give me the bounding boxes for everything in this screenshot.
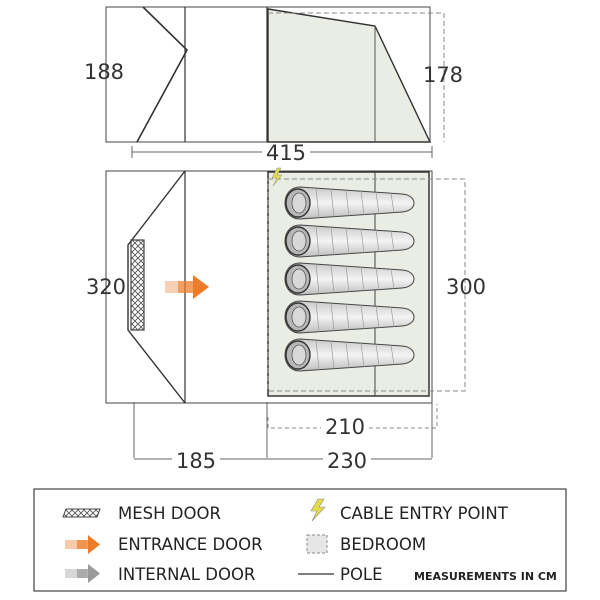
label-bedroom-width: 300 [446, 275, 486, 299]
mesh-icon [62, 508, 101, 518]
label-width: 320 [86, 275, 126, 299]
label-inner-height: 178 [423, 63, 463, 87]
floor-outline [105, 170, 433, 404]
legend-internal-door: INTERNAL DOOR [65, 564, 255, 584]
sleeping-bag [284, 300, 415, 334]
dashed-outline [268, 12, 445, 142]
legend-bedroom: BEDROOM [306, 534, 426, 554]
dimension-lines-bottom [133, 402, 438, 469]
label-total-length: 415 [266, 141, 306, 165]
legend-cable-entry-label: CABLE ENTRY POINT [340, 504, 509, 523]
sleeping-bag [284, 338, 415, 372]
internal-arrow-icon [65, 564, 100, 583]
sleeping-bag [284, 262, 415, 296]
inner-tent-side [267, 8, 432, 143]
label-side-height: 188 [84, 60, 124, 84]
label-bedroom-depth: 210 [325, 415, 365, 439]
sleeping-bag [284, 224, 415, 258]
side-view [105, 6, 445, 143]
sleeping-bags [284, 186, 415, 372]
entrance-arrow [165, 275, 209, 299]
cable-entry-icon [271, 167, 283, 187]
legend-mesh-door: MESH DOOR [62, 504, 221, 523]
legend-mesh-door-label: MESH DOOR [118, 504, 221, 523]
legend-pole-label: POLE [340, 565, 383, 584]
cable-entry-legend-icon [310, 498, 326, 522]
legend-internal-door-label: INTERNAL DOOR [118, 565, 255, 584]
sleeping-bag [284, 186, 415, 220]
mesh-door [130, 239, 145, 331]
label-inner-length: 230 [327, 449, 367, 473]
legend-box [33, 488, 567, 592]
dimension-total-length [131, 143, 433, 161]
entrance-arrow-icon [65, 535, 100, 554]
legend-measurements-note: MEASUREMENTS IN CM [414, 570, 557, 583]
porch-slope [136, 6, 188, 143]
legend: MESH DOOR ENTRANCE DOOR INTERNAL DOOR CA… [33, 488, 567, 592]
legend-entrance-door: ENTRANCE DOOR [65, 535, 263, 554]
bedroom-legend-swatch [306, 534, 328, 554]
legend-pole: POLE [298, 565, 383, 584]
legend-bedroom-label: BEDROOM [340, 535, 426, 554]
legend-cable-entry: CABLE ENTRY POINT [310, 498, 509, 523]
legend-entrance-door-label: ENTRANCE DOOR [118, 535, 263, 554]
bedroom-dashed-outline [267, 178, 466, 392]
porch-door-shape [127, 170, 186, 404]
floor-plan [105, 167, 466, 404]
label-porch-length: 185 [176, 449, 216, 473]
